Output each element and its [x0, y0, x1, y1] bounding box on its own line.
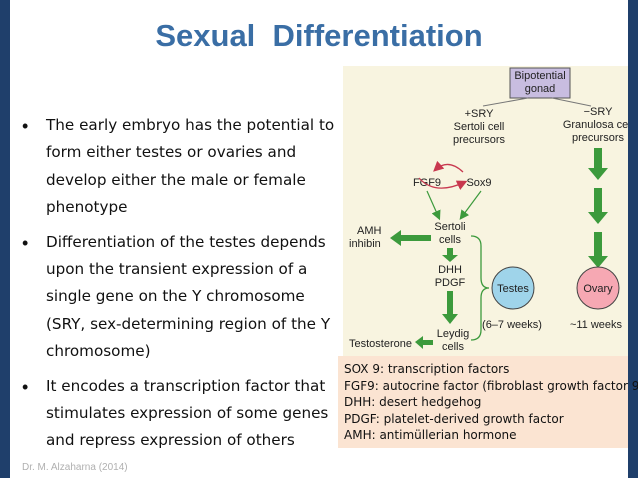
bipotential-label: Bipotential [514, 70, 565, 82]
dhh-label: DHH [438, 264, 462, 276]
dhh-to-leydig-arrow [442, 291, 458, 324]
testes-label: Testes [497, 283, 529, 295]
author-footer: Dr. M. Alzaharna (2014) [22, 462, 128, 473]
leydig-label-1: Leydig [437, 328, 469, 340]
right-edge-bar [628, 0, 638, 478]
minus-sry-label: −SRY [584, 106, 614, 118]
fgf9-label: FGF9 [413, 177, 441, 189]
sox9-to-sertoli-arrow [459, 190, 482, 220]
pdgf-label: PDGF [435, 277, 466, 289]
bullet-dot-icon: • [22, 376, 29, 397]
leydig-label-2: cells [442, 341, 465, 353]
sexual-differentiation-diagram: Bipotential gonad +SRY Sertoli cell prec… [343, 66, 628, 358]
legend-item-dhh: DHH: desert hedgehog [344, 395, 482, 410]
gonad-label: gonad [525, 83, 556, 95]
testosterone-label: Testosterone [349, 338, 412, 350]
bullet-item: • Differentiation of the testes depends … [22, 229, 342, 366]
amh-label: AMH [357, 225, 382, 237]
branch-line-left [482, 97, 529, 107]
sertoli-to-amh-arrow [390, 230, 431, 246]
leydig-to-testosterone-arrow [415, 336, 433, 349]
bullet-item: • The early embryo has the potential to … [22, 112, 342, 222]
bullet-text: The early embryo has the potential to fo… [46, 116, 335, 217]
inhibin-label: inhibin [349, 238, 381, 250]
fgf9-to-sertoli-arrow [426, 190, 441, 221]
sertoli-label-2: cells [439, 234, 462, 246]
ovary-time-label: ~11 weeks [570, 319, 623, 331]
granulosa-precursor-label-1: Granulosa cell [563, 119, 628, 131]
sertoli-precursor-label-2: precursors [453, 134, 505, 146]
ovary-path-arrow-1 [588, 148, 608, 180]
abbreviation-legend: SOX 9: transcription factors FGF9: autoc… [338, 356, 638, 448]
bullet-text: It encodes a transcription factor that s… [46, 376, 329, 450]
left-edge-bar [0, 0, 10, 478]
testes-circle [491, 266, 535, 310]
sox9-to-fgf9-arrow [433, 160, 464, 173]
ovary-label: Ovary [583, 283, 613, 295]
sox9-label: Sox9 [466, 177, 491, 189]
bullet-dot-icon: • [22, 116, 29, 136]
diagram-svg: Bipotential gonad +SRY Sertoli cell prec… [349, 67, 628, 353]
legend-item-pdgf: PDGF: platelet-derived growth factor [344, 411, 564, 426]
bullet-item: • It encodes a transcription factor that… [22, 373, 342, 455]
ovary-circle [576, 266, 620, 310]
slide-title: Sexual Differentiation [155, 18, 483, 53]
sertoli-to-dhh-arrow [442, 248, 458, 262]
sertoli-label-1: Sertoli [434, 221, 465, 233]
testes-bracket [470, 235, 490, 341]
bullet-dot-icon: • [22, 232, 29, 253]
granulosa-precursor-label-2: precursors [572, 132, 624, 144]
testes-time-label: (6–7 weeks) [482, 319, 542, 331]
ovary-path-arrow-2 [588, 188, 608, 224]
legend-item-fgf9: FGF9: autocrine factor (fibroblast growt… [344, 378, 638, 393]
bipotential-gonad-box [509, 67, 571, 99]
plus-sry-label: +SRY [465, 108, 495, 120]
legend-item-sox9: SOX 9: transcription factors [344, 362, 510, 376]
bullet-list: • The early embryo has the potential to … [22, 112, 342, 462]
sertoli-precursor-label-1: Sertoli cell [454, 121, 505, 133]
bullet-text: Differentiation of the testes depends up… [46, 232, 331, 361]
fgf9-to-sox9-arrow [418, 177, 468, 191]
branch-line-right [551, 97, 592, 107]
ovary-path-arrow-3 [588, 232, 608, 268]
legend-item-amh: AMH: antimüllerian hormone [344, 428, 517, 443]
